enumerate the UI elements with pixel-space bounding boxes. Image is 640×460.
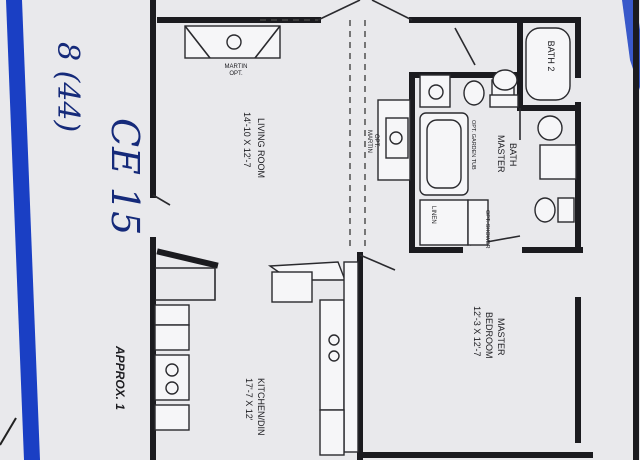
master-bath-label-group: MASTER BATH (496, 135, 518, 173)
opt-shower-label: OPT. SHOWER (484, 210, 490, 249)
kitchen-size: 17'-7 X 12' (244, 378, 254, 421)
fireplace-note-1: MARTIN (225, 64, 248, 70)
garden-tub-label: OPT. GARDEN TUB (470, 120, 476, 170)
kitchen-label-group: KITCHEN/DIN 17'-7 X 12' (244, 378, 266, 436)
master-bedroom-name-2: BEDROOM (484, 312, 494, 359)
approx-note: APPROX. 1 (113, 345, 127, 410)
master-bedroom-size: 12'-3 X 12'-7 (472, 306, 482, 356)
linen-group: LINEN (430, 206, 436, 224)
side-martin-2: OPT. (373, 134, 379, 148)
kitchen-counters (154, 261, 359, 456)
linen-label: LINEN (430, 206, 436, 224)
kitchen-name: KITCHEN/DIN (256, 378, 266, 436)
master-bedroom-label-group: MASTER BEDROOM 12'-3 X 12'-7 (472, 306, 506, 359)
approx-group: APPROX. 1 (113, 345, 127, 410)
garden-tub-group: OPT. GARDEN TUB (470, 120, 476, 170)
side-martin-1: MARTIN (366, 130, 372, 153)
bath2-label: BATH 2 (546, 41, 556, 72)
fireplace-note-2: OPT. (229, 71, 243, 77)
margin-title: CE 15 (103, 118, 147, 235)
living-room-name: LIVING ROOM (256, 118, 266, 178)
side-fireplace (377, 99, 411, 181)
side-martin-group: MARTIN OPT. (366, 130, 379, 153)
master-bedroom-name: MASTER (496, 318, 506, 356)
margin-subtitle: 8 (44) (50, 42, 85, 132)
living-room-size: 14'-10 X 12'-7 (242, 112, 252, 167)
living-room-label-group: LIVING ROOM 14'-10 X 12'-7 (242, 112, 266, 178)
fireplace (184, 25, 281, 59)
margin-title-group: CE 15 (103, 118, 147, 235)
bath-fixtures (419, 27, 577, 246)
margin-subtitle-group: 8 (44) (50, 42, 85, 132)
pencil-mark (0, 417, 17, 446)
blue-margin-band (6, 0, 40, 460)
opt-shower-group: OPT. SHOWER (484, 210, 490, 249)
master-bath-label-2: BATH (508, 143, 518, 166)
master-bath-label-1: MASTER (496, 135, 506, 173)
